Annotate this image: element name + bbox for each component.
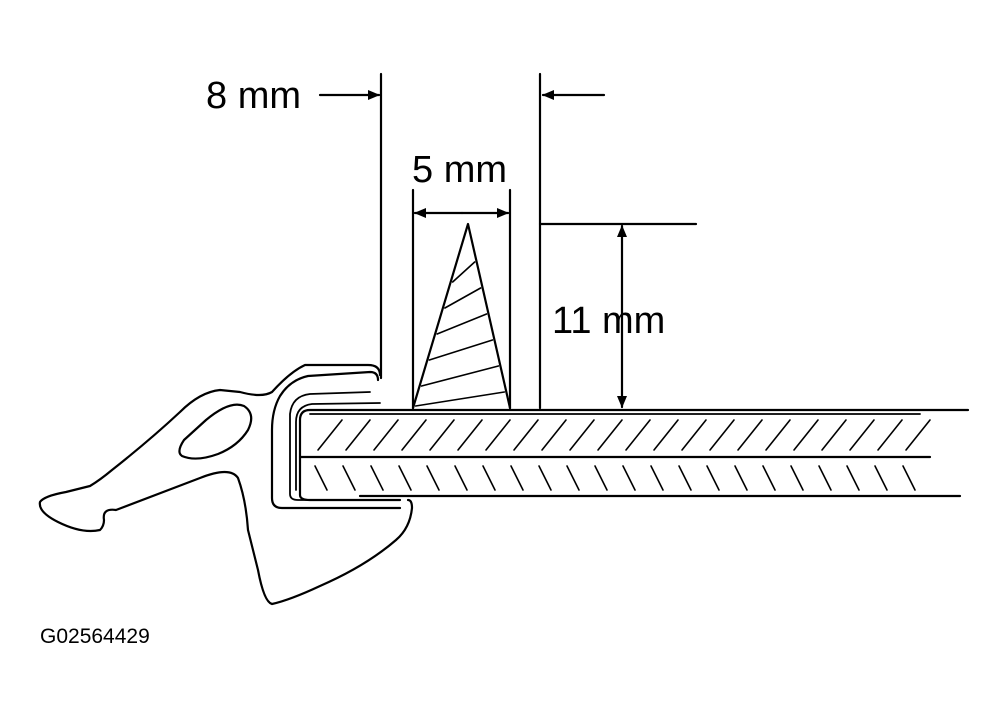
hatch-line (420, 365, 500, 387)
hatch-line (846, 465, 860, 491)
hatch-line (566, 465, 580, 491)
hatch-line (625, 419, 651, 451)
hatch-line (482, 465, 496, 491)
hatch-line (678, 465, 692, 491)
hatch-line (849, 419, 875, 451)
hatch-line (762, 465, 776, 491)
hatch-line (454, 465, 468, 491)
dimension-label-8mm: 8 mm (206, 75, 301, 117)
hatch-line (444, 287, 482, 309)
figure-id: G02564429 (40, 625, 150, 648)
hatch-line (414, 391, 506, 407)
lower-layer-hatching (314, 465, 916, 491)
hatch-line (765, 419, 791, 451)
hatch-line (342, 465, 356, 491)
dimension-label-11mm: 11 mm (552, 300, 665, 342)
hatch-line (485, 419, 511, 451)
hatch-line (429, 419, 455, 451)
hatch-line (457, 419, 483, 451)
hatch-line (451, 261, 476, 283)
hatch-line (398, 465, 412, 491)
hatch-line (622, 465, 636, 491)
hatch-line (317, 419, 343, 451)
hatch-line (428, 339, 494, 361)
adhesive-bead (411, 222, 512, 410)
hatch-line (902, 465, 916, 491)
adhesive-bead-hatching (414, 261, 506, 407)
hatch-line (597, 419, 623, 451)
dimension-lines (318, 72, 698, 410)
hatch-line (314, 465, 328, 491)
hatch-line (650, 465, 664, 491)
hatch-line (793, 419, 819, 451)
hatch-line (653, 419, 679, 451)
hatch-line (709, 419, 735, 451)
upper-layer-hatching (317, 419, 931, 451)
hatch-line (905, 419, 931, 451)
hatch-line (734, 465, 748, 491)
hatch-line (569, 419, 595, 451)
hatch-line (681, 419, 707, 451)
hatch-line (706, 465, 720, 491)
hatch-line (821, 419, 847, 451)
hatch-line (594, 465, 608, 491)
hatch-line (538, 465, 552, 491)
hatch-line (373, 419, 399, 451)
hatch-line (510, 465, 524, 491)
hatch-line (877, 419, 903, 451)
hatch-line (790, 465, 804, 491)
hatch-line (426, 465, 440, 491)
hatch-line (874, 465, 888, 491)
hatch-line (436, 313, 488, 335)
hatch-line (737, 419, 763, 451)
molding-profile (38, 363, 414, 606)
dimension-label-5mm: 5 mm (412, 149, 507, 191)
hatch-line (345, 419, 371, 451)
hatch-line (370, 465, 384, 491)
hatch-line (541, 419, 567, 451)
hatch-line (513, 419, 539, 451)
hatch-line (818, 465, 832, 491)
hatch-line (401, 419, 427, 451)
